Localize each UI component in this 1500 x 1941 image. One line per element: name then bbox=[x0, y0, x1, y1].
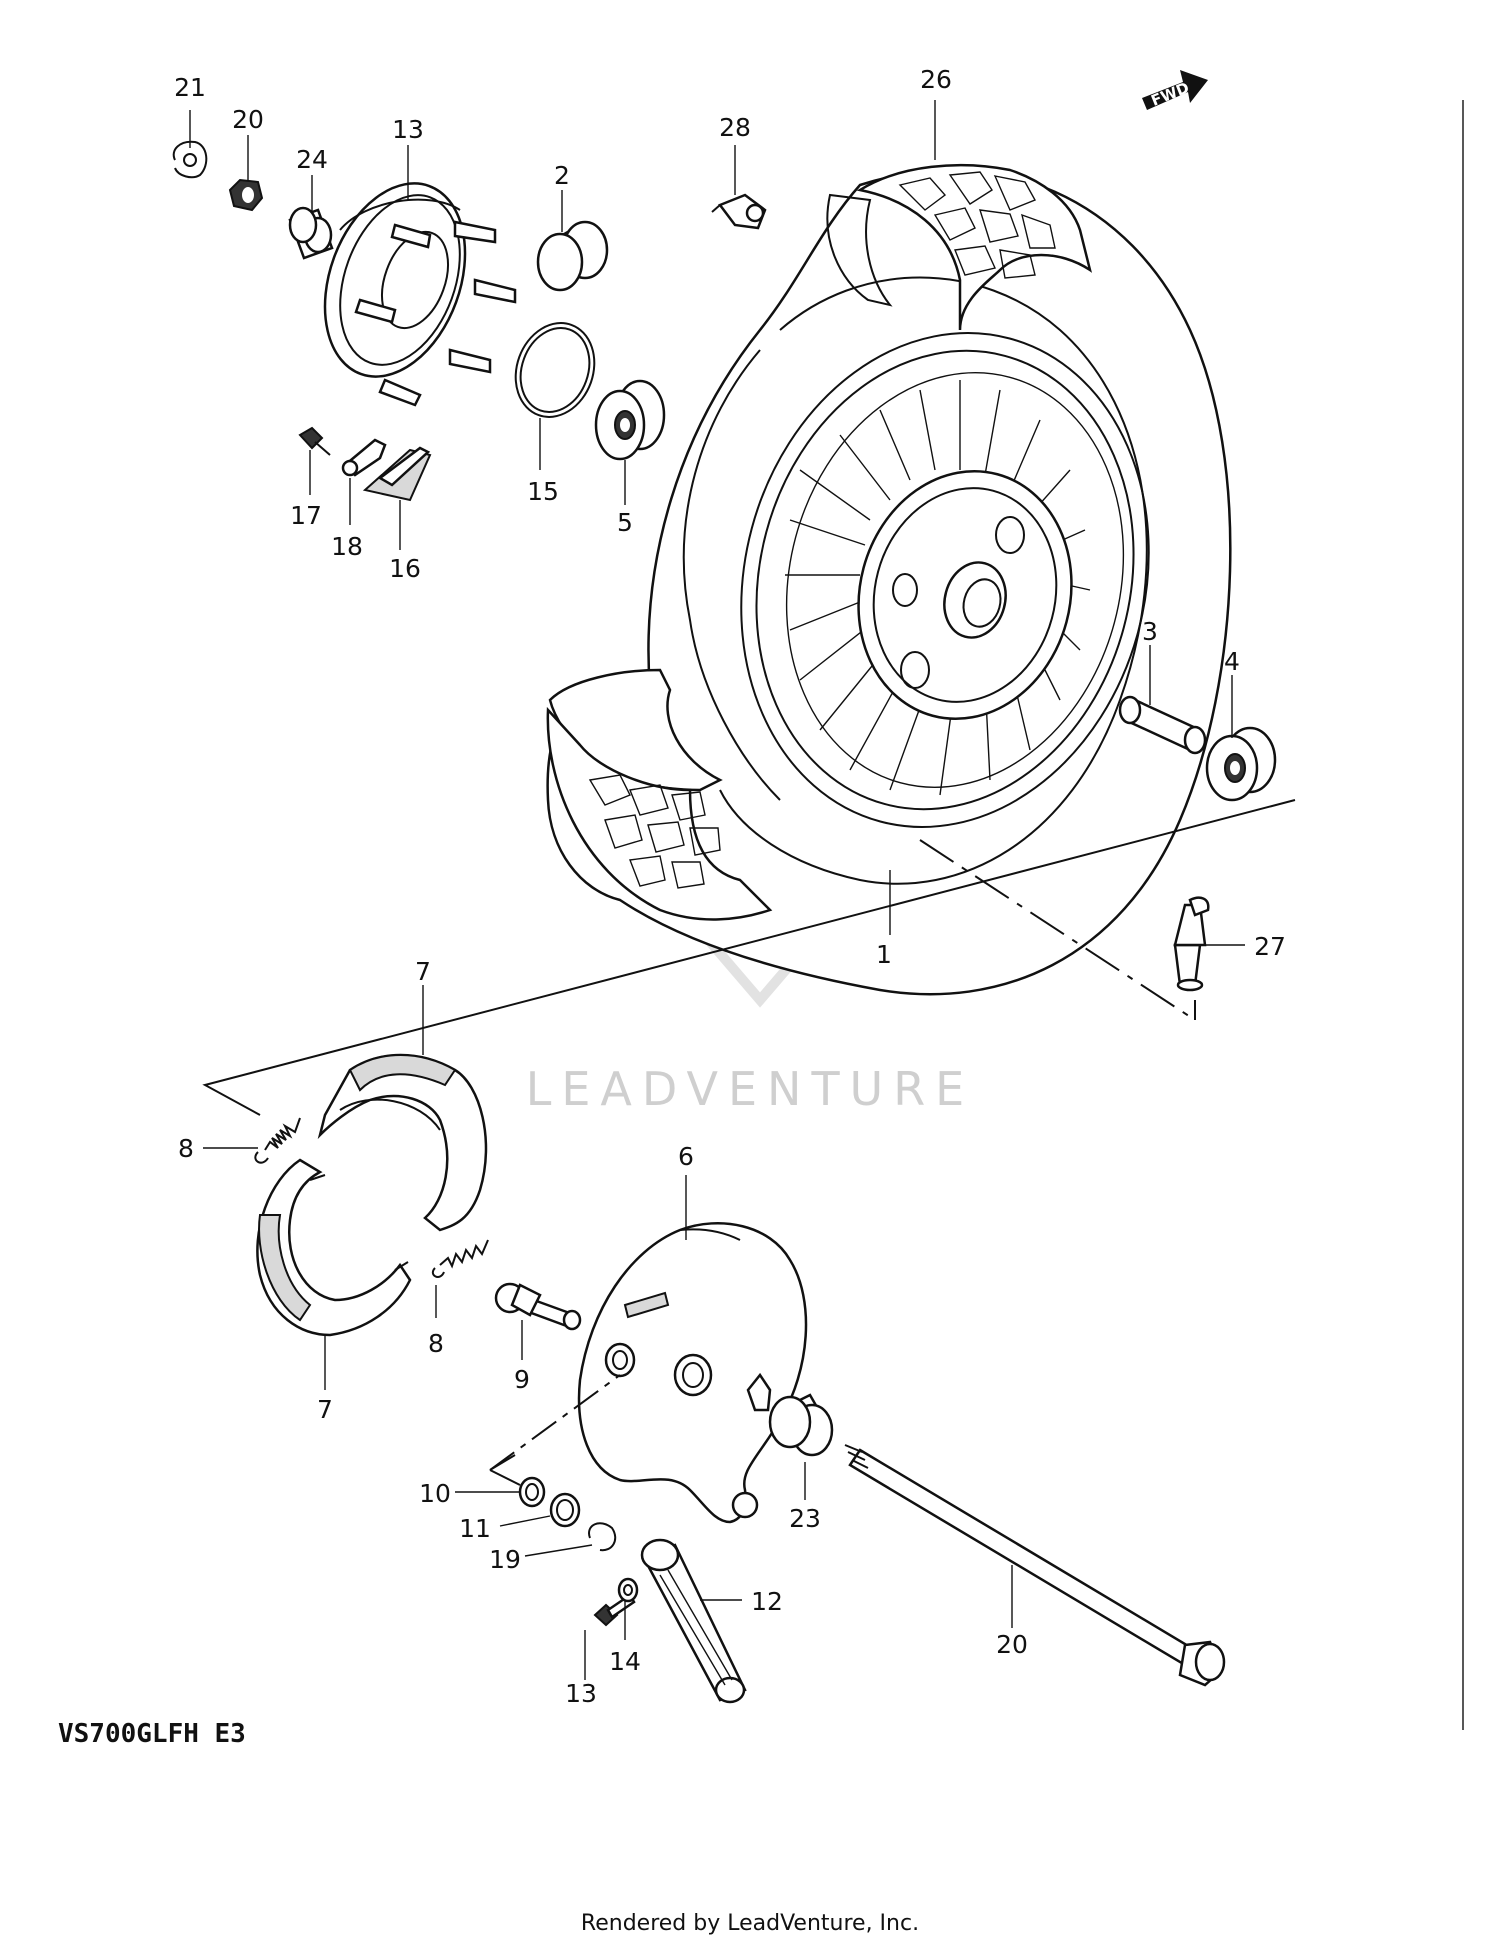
part-23-circlip bbox=[172, 140, 208, 179]
assembly-line-valve bbox=[919, 839, 1196, 1021]
part-5-bearing bbox=[594, 379, 666, 461]
part-6-brake-panel bbox=[577, 1222, 808, 1524]
part-14-nut bbox=[617, 1577, 639, 1603]
callout-24: 23 bbox=[789, 1504, 821, 1533]
callout-7-lower: 7 bbox=[317, 1395, 333, 1424]
part-16-o-ring bbox=[514, 322, 596, 418]
part-12-brake-arm bbox=[640, 1538, 747, 1704]
callout-7-upper: 7 bbox=[415, 957, 431, 986]
wheel-spokes bbox=[785, 372, 1125, 796]
callout-9: 9 bbox=[514, 1365, 530, 1394]
wheel-rim bbox=[740, 332, 1150, 828]
part-2-damper bbox=[536, 220, 609, 292]
part-7-brake-shoe-lower bbox=[256, 1158, 412, 1337]
part-21-spring-clip bbox=[588, 1522, 617, 1552]
callout-8-lower: 8 bbox=[428, 1329, 444, 1358]
callout-17: 16 bbox=[389, 554, 421, 583]
leader-lines bbox=[189, 100, 1245, 1680]
callout-labels: 21 20 24 13 2 28 26 17 18 16 15 5 3 4 1 … bbox=[174, 65, 1286, 1708]
callout-15: 13 bbox=[392, 115, 424, 144]
watermark-text: LEADVENTURE bbox=[526, 1062, 975, 1116]
footer-credit: Rendered by LeadVenture, Inc. bbox=[581, 1911, 919, 1936]
callout-28: 28 bbox=[719, 113, 751, 142]
forward-arrow-icon: FWD bbox=[1142, 70, 1208, 110]
callout-10: 10 bbox=[419, 1479, 451, 1508]
part-20-axle bbox=[844, 1444, 1226, 1687]
callout-19: 18 bbox=[331, 532, 363, 561]
callout-12: 12 bbox=[751, 1587, 783, 1616]
callout-25: 24 bbox=[296, 145, 328, 174]
part-8-spring-lower bbox=[431, 1239, 489, 1278]
part-10-washer bbox=[518, 1476, 546, 1508]
callout-18: 17 bbox=[290, 501, 322, 530]
part-11-seal bbox=[549, 1492, 581, 1528]
callout-22: 20 bbox=[232, 105, 264, 134]
callout-5: 5 bbox=[617, 508, 633, 537]
part-3-spacer bbox=[1118, 695, 1207, 755]
part-22-nut bbox=[228, 178, 264, 212]
callout-20: 20 bbox=[996, 1630, 1028, 1659]
callout-21: 19 bbox=[489, 1545, 521, 1574]
part-28-clamp bbox=[711, 193, 767, 230]
callout-13: 13 bbox=[565, 1679, 597, 1708]
part-18-bolt bbox=[298, 426, 331, 456]
part-15-drive-flange bbox=[323, 182, 517, 407]
rear-wheel-assembly bbox=[546, 163, 1232, 996]
callout-3: 3 bbox=[1142, 617, 1158, 646]
watermark: LEADVENTURE bbox=[526, 711, 975, 1116]
assembly-line-panel bbox=[489, 1374, 621, 1471]
callout-16: 15 bbox=[527, 477, 559, 506]
callout-6: 6 bbox=[678, 1142, 694, 1171]
tire-tread-bottom bbox=[588, 774, 721, 889]
callout-4: 4 bbox=[1224, 647, 1240, 676]
callout-11: 11 bbox=[459, 1514, 491, 1543]
callout-27: 27 bbox=[1254, 932, 1286, 961]
part-17-plate bbox=[362, 446, 432, 502]
callout-26: 26 bbox=[920, 65, 952, 94]
part-19-lock-plate bbox=[341, 438, 387, 477]
assembly-line-rim bbox=[202, 799, 1296, 1116]
part-7-brake-shoe-upper bbox=[317, 1053, 488, 1232]
part-8-spring-upper bbox=[254, 1117, 301, 1164]
callout-1: 1 bbox=[876, 940, 892, 969]
callout-23: 21 bbox=[174, 73, 206, 102]
part-9-camshaft bbox=[494, 1282, 582, 1331]
callout-14: 14 bbox=[609, 1647, 641, 1676]
tire-tread-top bbox=[898, 171, 1056, 279]
callout-8-upper: 8 bbox=[178, 1134, 194, 1163]
part-24-spacer bbox=[768, 1393, 834, 1457]
part-4-bearing bbox=[1205, 726, 1277, 802]
part-25-spacer bbox=[288, 206, 334, 260]
callout-2: 2 bbox=[554, 161, 570, 190]
model-code: VS700GLFH E3 bbox=[58, 1719, 246, 1749]
part-27-valve bbox=[1173, 896, 1210, 992]
forward-arrow-label: FWD bbox=[1148, 78, 1191, 109]
